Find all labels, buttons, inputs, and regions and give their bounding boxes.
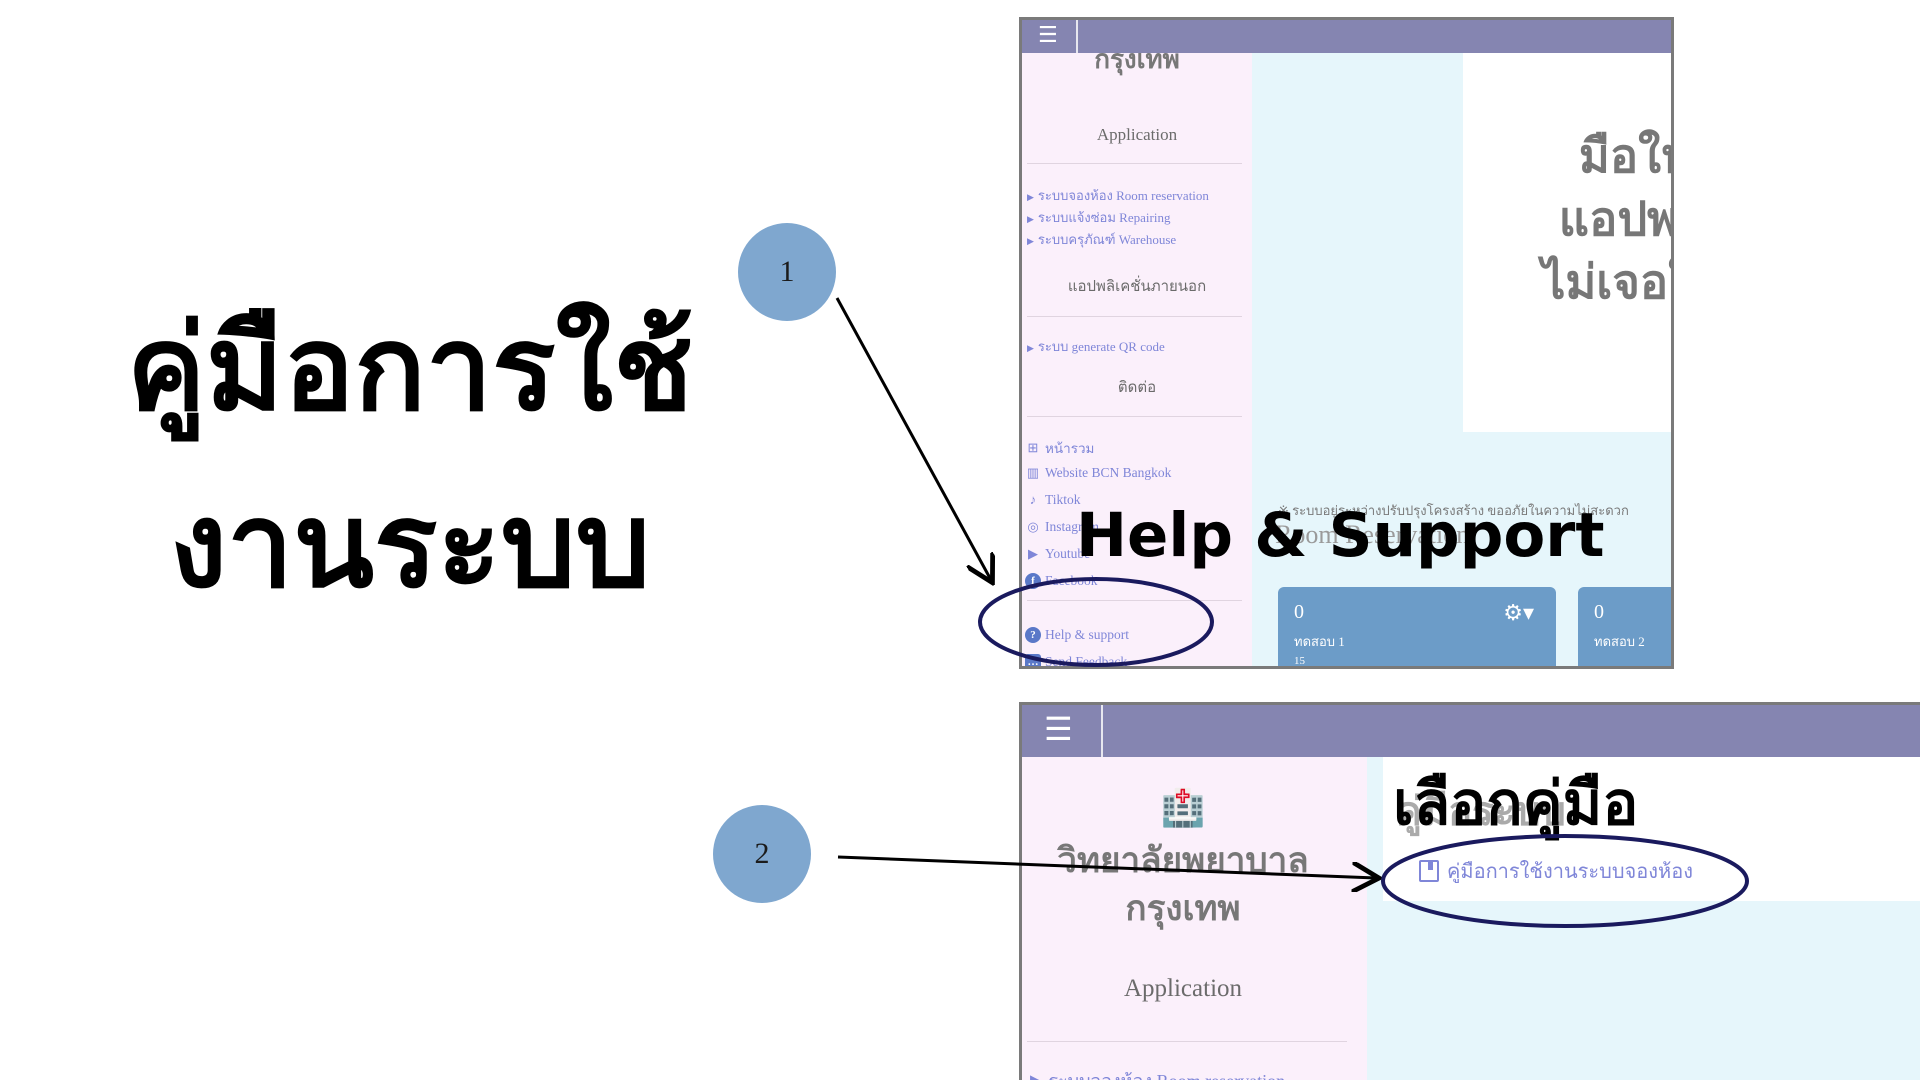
welcome-card: มือใหม่ แอปพลิเ ไม่เจอใช่ bbox=[1463, 53, 1671, 432]
caret-right-icon: ▶ bbox=[1027, 343, 1034, 353]
room-stat-tile[interactable]: 0 ทดสอบ 1 ⚙▾ 15 bbox=[1278, 587, 1556, 667]
hamburger-icon[interactable]: ☰ bbox=[1044, 710, 1073, 748]
step-badge-2: 2 bbox=[713, 805, 811, 903]
welcome-text: มือใหม่ แอปพลิเ ไม่เจอใช่ bbox=[1541, 129, 1671, 310]
divider bbox=[1027, 316, 1242, 317]
sidebar-link-repairing[interactable]: ▶ระบบแจ้งซ่อม Repairing bbox=[1027, 210, 1171, 225]
contact-link-tiktok[interactable]: ♪Tiktok bbox=[1025, 492, 1081, 508]
sidebar-link-warehouse[interactable]: ▶ระบบครุภัณฑ์ Warehouse bbox=[1027, 232, 1177, 247]
college-name: วิทยาลัยพยาบาล กรุงเทพ bbox=[1057, 841, 1309, 929]
sidebar-link-qr-generator[interactable]: ▶ระบบ generate QR code bbox=[1027, 339, 1165, 354]
manual-heading: คู่มือระบบ bbox=[1395, 789, 1566, 835]
instagram-icon: ◎ bbox=[1027, 519, 1039, 534]
room-reservation-heading: Room Reservation bbox=[1275, 520, 1470, 549]
divider bbox=[1027, 600, 1242, 601]
room-stat-tile[interactable]: 0 ทดสอบ 2 bbox=[1578, 587, 1671, 666]
hamburger-icon[interactable]: ☰ bbox=[1038, 23, 1058, 48]
navbar-divider bbox=[1101, 705, 1103, 757]
hospital-building-icon: 🏥 bbox=[1160, 788, 1206, 829]
help-circle-icon: ? bbox=[1025, 627, 1041, 643]
grid-icon: ⊞ bbox=[1027, 440, 1039, 455]
screenshot-panel-1: ☰ กรุงเทพ Application ▶ระบบจองห้อง Room … bbox=[1019, 17, 1674, 669]
tile-label: ทดสอบ 2 bbox=[1594, 634, 1645, 649]
step-badge-1: 1 bbox=[738, 223, 836, 321]
youtube-icon: ▶ bbox=[1028, 546, 1038, 561]
sidebar-link-room-reservation[interactable]: ▶ ระบบจองห้อง Room reservation bbox=[1030, 1066, 1285, 1080]
tile-count: 0 bbox=[1594, 601, 1604, 623]
top-navbar: ☰ bbox=[1022, 20, 1671, 53]
gear-icon[interactable]: ⚙▾ bbox=[1503, 601, 1534, 626]
contact-link-instagram[interactable]: ◎Instagram bbox=[1025, 519, 1099, 535]
room-manual-link[interactable]: คู่มือการใช้งานระบบจองห้อง bbox=[1419, 855, 1693, 887]
section-external-apps: แอปพลิเคชั่นภายนอก bbox=[1067, 277, 1207, 295]
college-name: กรุงเทพ bbox=[1094, 45, 1180, 75]
overlay-help-support-label: Help & Support bbox=[1076, 500, 1605, 571]
slide-title-line1: คู่มือการใช้ bbox=[126, 299, 694, 437]
caret-right-icon: ▶ bbox=[1030, 1071, 1048, 1080]
help-support-link[interactable]: ?Help & support bbox=[1025, 627, 1129, 643]
contact-link-youtube[interactable]: ▶Youtube bbox=[1025, 546, 1090, 562]
sidebar-link-room-reservation[interactable]: ▶ระบบจองห้อง Room reservation bbox=[1027, 188, 1209, 203]
contact-link-website[interactable]: ▥Website BCN Bangkok bbox=[1026, 465, 1172, 480]
tile-count: 0 bbox=[1294, 601, 1304, 623]
divider bbox=[1027, 416, 1242, 417]
feedback-icon: … bbox=[1025, 654, 1041, 666]
screenshot-panel-2: ☰ 🏥 วิทยาลัยพยาบาล กรุงเทพ Application ▶… bbox=[1019, 702, 1920, 1080]
sidebar: กรุงเทพ Application ▶ระบบจองห้อง Room re… bbox=[1022, 45, 1252, 666]
send-feedback-link[interactable]: …Send Feedback bbox=[1025, 654, 1127, 666]
section-contact: ติดต่อ bbox=[1117, 378, 1157, 396]
caret-right-icon: ▶ bbox=[1027, 192, 1034, 202]
slide-title-line2: งานระบบ bbox=[169, 476, 651, 614]
caret-right-icon: ▶ bbox=[1027, 236, 1034, 246]
tile-subvalue: 15 bbox=[1294, 655, 1305, 667]
divider bbox=[1027, 1041, 1347, 1042]
arrow-to-help bbox=[835, 297, 991, 580]
tiktok-icon: ♪ bbox=[1029, 492, 1037, 507]
slide-title: คู่มือการใช้ งานระบบ bbox=[90, 280, 730, 634]
section-application: Application bbox=[1096, 125, 1178, 144]
overlay-choose-manual-label: เลือกคู่มือ bbox=[1393, 769, 1639, 839]
contact-link-overview[interactable]: ⊞หน้ารวม bbox=[1025, 437, 1095, 459]
sidebar: 🏥 วิทยาลัยพยาบาล กรุงเทพ Application ▶ ร… bbox=[1022, 757, 1367, 1080]
divider bbox=[1027, 163, 1242, 164]
navbar-divider bbox=[1076, 20, 1078, 53]
building-icon: ▥ bbox=[1026, 465, 1040, 480]
caret-right-icon: ▶ bbox=[1027, 214, 1034, 224]
tile-label: ทดสอบ 1 bbox=[1294, 634, 1345, 649]
top-navbar: ☰ bbox=[1022, 705, 1920, 757]
section-application: Application bbox=[1123, 975, 1243, 1002]
book-icon bbox=[1419, 860, 1439, 882]
maintenance-notice: ※ ระบบอยู่ระหว่างปรับปรุงโครงสร้าง ขออภั… bbox=[1278, 503, 1629, 518]
facebook-icon: f bbox=[1025, 573, 1041, 589]
